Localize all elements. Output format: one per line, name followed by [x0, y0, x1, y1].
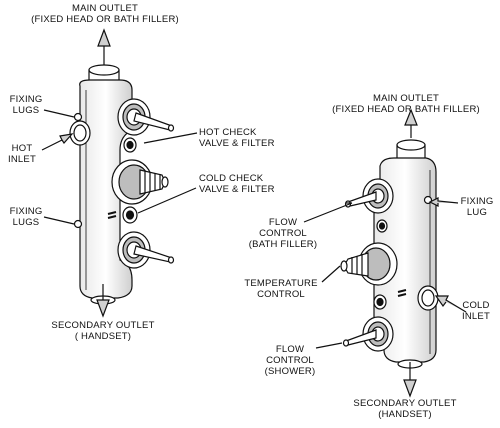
- label-line: (FIXED HEAD OR BATH FILLER): [332, 104, 480, 115]
- label-line: LUGS: [12, 217, 40, 228]
- left-main-outlet-label: MAIN OUTLET (FIXED HEAD OR BATH FILLER): [10, 3, 200, 25]
- flow-control-bath-valve: [344, 178, 394, 214]
- label-line: INLET: [8, 154, 36, 165]
- label-line: FLOW: [275, 344, 305, 355]
- label-line: LUGS: [12, 105, 40, 116]
- label-line: FIXING: [460, 196, 494, 207]
- hot-inlet-label: HOT INLET: [4, 143, 40, 165]
- flow-control-shower-label: FLOW CONTROL (SHOWER): [262, 344, 318, 377]
- label-line: INLET: [462, 311, 490, 322]
- left-fixing-lugs-bottom-label: FIXING LUGS: [6, 206, 46, 228]
- fixing-lug-top-left: [73, 112, 83, 122]
- cold-check-label: COLD CHECK VALVE & FILTER: [199, 173, 275, 195]
- label-line: HOT CHECK: [199, 127, 257, 138]
- right-fixing-lug-label: FIXING LUG: [456, 196, 498, 218]
- left-valve-assembly: [41, 28, 198, 318]
- left-fixing-lugs-top-label: FIXING LUGS: [6, 94, 46, 116]
- secondary-outlet-arrow-left: [96, 284, 110, 318]
- left-secondary-outlet-label: SECONDARY OUTLET ( HANDSET): [28, 320, 178, 342]
- label-line: (SHOWER): [264, 366, 316, 377]
- label-line: (BATH FILLER): [248, 239, 318, 250]
- fixing-lug-bottom-left: [73, 219, 83, 229]
- label-line: VALVE & FILTER: [199, 184, 275, 195]
- label-line: (HANDSET): [378, 409, 432, 420]
- label-line: MAIN OUTLET: [372, 93, 440, 104]
- label-line: MAIN OUTLET: [71, 3, 139, 14]
- secondary-outlet-arrow-right: [403, 362, 417, 398]
- hot-inlet-arrow: [41, 133, 74, 151]
- right-main-outlet-label: MAIN OUTLET (FIXED HEAD OR BATH FILLER): [312, 93, 500, 115]
- label-line: SECONDARY OUTLET: [51, 320, 155, 331]
- label-line: HOT: [11, 143, 33, 154]
- cold-inlet-label: COLD INLET: [456, 300, 496, 322]
- label-line: VALVE & FILTER: [199, 138, 275, 149]
- temperature-control-valve: [340, 242, 398, 286]
- label-line: CONTROL: [257, 289, 305, 300]
- main-outlet-arrow-right: [404, 108, 418, 138]
- label-line: COLD: [462, 300, 490, 311]
- label-line: CONTROL: [259, 228, 307, 239]
- main-outlet-arrow-left: [97, 28, 111, 66]
- temperature-control-label: TEMPERATURE CONTROL: [236, 278, 326, 300]
- label-line: SECONDARY OUTLET: [353, 398, 457, 409]
- flow-control-bath-label: FLOW CONTROL (BATH FILLER): [248, 217, 318, 250]
- label-line: ( HANDSET): [74, 331, 132, 342]
- fixing-lug-arrow: [428, 197, 459, 207]
- lower-valve-left: [117, 231, 175, 269]
- label-line: FLOW: [268, 217, 298, 228]
- right-secondary-outlet-label: SECONDARY OUTLET (HANDSET): [330, 398, 480, 420]
- label-line: COLD CHECK: [199, 173, 264, 184]
- hot-check-label: HOT CHECK VALVE & FILTER: [199, 127, 275, 149]
- label-line: FIXING: [9, 94, 43, 105]
- label-line: FIXING: [9, 206, 43, 217]
- right-valve-assembly: [303, 108, 467, 398]
- label-line: TEMPERATURE: [244, 278, 318, 289]
- label-line: LUG: [466, 207, 488, 218]
- temperature-valve-left: [111, 159, 169, 205]
- upper-valve-left: [117, 98, 175, 136]
- flow-control-shower-valve: [342, 316, 394, 352]
- label-line: CONTROL: [266, 355, 314, 366]
- cold-inlet-arrow: [434, 295, 467, 313]
- label-line: (FIXED HEAD OR BATH FILLER): [31, 14, 179, 25]
